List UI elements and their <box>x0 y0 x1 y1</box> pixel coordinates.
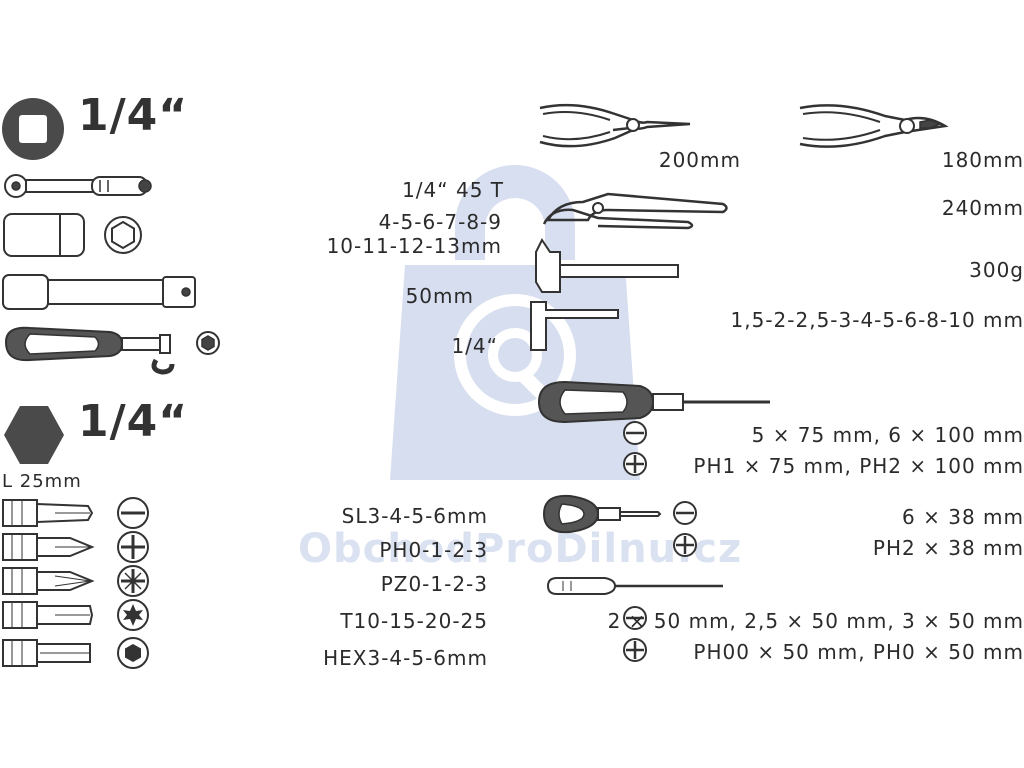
bit-hex <box>2 637 149 669</box>
hex-drive-size: 1/4“ <box>78 396 189 447</box>
screwdriver-icon <box>537 380 770 424</box>
phillips-symbol-icon <box>623 452 647 476</box>
hex-drive-icon <box>4 406 64 464</box>
stubby-slot-label: 6 × 38 mm <box>902 505 1024 529</box>
hex-key-icon <box>530 301 619 351</box>
long-nose-pliers-icon <box>539 103 691 148</box>
precision-slot-label: 2 × 50 mm, 2,5 × 50 mm, 3 × 50 mm <box>607 609 1024 633</box>
extension-bar-icon <box>2 274 196 310</box>
socket-icon <box>3 213 142 257</box>
precision-phillips-symbol-icon <box>623 638 647 662</box>
bit-label-torx: T10-15-20-25 <box>340 609 488 633</box>
stubby-phillips-symbol-icon <box>673 533 697 557</box>
stubby-screwdriver-icon <box>542 494 662 534</box>
precision-screwdriver-icon <box>546 577 723 595</box>
combination-pliers-label: 180mm <box>941 148 1024 172</box>
combination-pliers-icon <box>799 104 949 148</box>
square-drive-icon <box>2 98 64 160</box>
hex-keys-label: 1,5-2-2,5-3-4-5-6-8-10 mm <box>730 308 1024 332</box>
ratchet-icon <box>4 174 152 198</box>
hammer-icon <box>535 238 679 293</box>
square-drive-size: 1/4“ <box>78 90 189 141</box>
hammer-label: 300g <box>969 258 1024 282</box>
bit-pozidriv <box>2 565 149 597</box>
water-pump-pliers-icon <box>542 192 728 230</box>
extension-label: 50mm <box>405 284 474 308</box>
watermark-text: ObchodProDilnu.cz <box>298 526 743 572</box>
ratchet-label: 1/4“ 45 T <box>402 178 504 202</box>
long-nose-pliers-label: 200mm <box>658 148 741 172</box>
stubby-slot-symbol-icon <box>673 501 697 525</box>
bit-length-label: L 25mm <box>2 471 82 492</box>
sockets-label-line1: 4-5-6-7-8-9 <box>378 210 502 234</box>
bit-label-pozidriv: PZ0-1-2-3 <box>380 572 488 596</box>
bit-label-phillips: PH0-1-2-3 <box>379 538 488 562</box>
screwdriver-phillips-label: PH1 × 75 mm, PH2 × 100 mm <box>693 454 1024 478</box>
bit-torx <box>2 599 149 631</box>
precision-slot-symbol-icon <box>623 606 647 630</box>
bit-label-slot: SL3-4-5-6mm <box>341 504 488 528</box>
adapter-label: 1/4“ <box>451 334 498 358</box>
stubby-phillips-label: PH2 × 38 mm <box>872 536 1024 560</box>
bit-holder-handle-icon <box>4 326 220 375</box>
precision-phillips-label: PH00 × 50 mm, PH0 × 50 mm <box>693 640 1024 664</box>
water-pump-pliers-label: 240mm <box>941 196 1024 220</box>
screwdriver-slot-label: 5 × 75 mm, 6 × 100 mm <box>751 423 1024 447</box>
sockets-label-line2: 10-11-12-13mm <box>326 234 502 258</box>
bit-phillips <box>2 531 149 563</box>
slot-symbol-icon <box>623 421 647 445</box>
bit-slot <box>2 497 149 529</box>
bit-label-hex: HEX3-4-5-6mm <box>323 646 488 670</box>
